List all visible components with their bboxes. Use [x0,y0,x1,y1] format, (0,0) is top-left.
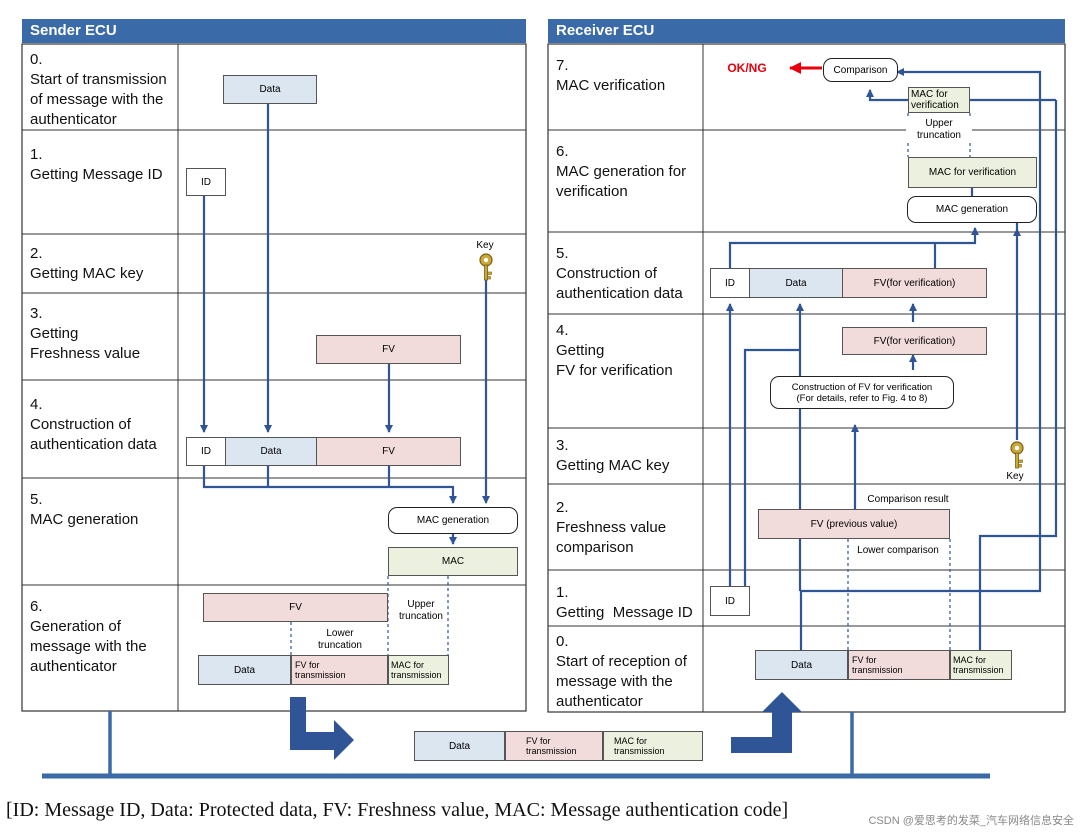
sender-step-1: 1. Getting Message ID [30,145,163,185]
transfer-mac-box: MAC for transmission [603,731,703,761]
sender-auth-fv-box: FV [316,437,461,466]
receiver-step-0: 0. Start of reception of message with the… [556,632,687,712]
sender-auth-data-box: Data [225,437,317,466]
step-label: Freshness value comparison [556,519,667,556]
sender-fv6-box: FV [203,593,388,622]
sender-msg-mac-box: MAC for transmission [388,655,449,685]
receiver-id-box: ID [710,586,750,616]
receiver-mac-for-verification: MAC for verification [908,157,1037,188]
step-label: Getting MAC key [556,457,670,474]
sender-key-icon [479,253,493,281]
transfer-fv-box: FV for transmission [505,731,603,761]
receiver-auth-data-box: Data [749,268,843,298]
receiver-step-7: 7. MAC verification [556,56,665,96]
step-number: 1. [556,584,569,601]
receiver-fv-for-verification: FV(for verification) [842,327,987,355]
receiver-comparison-result: Comparison result [867,494,949,505]
step-label: Construction of authentication data [30,416,157,453]
step-label: Start of reception of message with the a… [556,653,687,710]
step-number: 2. [556,499,569,516]
step-label: Getting Message ID [556,604,693,621]
step-label: MAC generation for verification [556,163,687,200]
receiver-step-2: 2. Freshness value comparison [556,498,666,558]
sender-mac-box: MAC [388,547,518,576]
sender-header: Sender ECU [22,19,526,43]
receiver-mac-verification-truncated: MAC for verification [908,87,970,113]
receiver-msg-data-box: Data [755,650,848,680]
step-number: 6. [30,598,43,615]
watermark: CSDN @爱思考的发菜_汽车网络信息安全 [868,815,1074,827]
sender-data-box: Data [223,75,317,104]
sender-step-4: 4. Construction of authentication data [30,395,157,455]
receiver-lower-comparison: Lower comparison [857,545,939,556]
sender-step-0: 0. Start of transmission of message with … [30,50,167,130]
sender-step-3: 3. Getting Freshness value [30,304,140,364]
step-label: Getting FV for verification [556,342,673,379]
receiver-comparison: Comparison [823,58,898,82]
sender-lower-truncation: Lower truncation [318,628,362,651]
sender-msg-data-box: Data [198,655,291,685]
receiver-msg-fv-box: FV for transmission [848,650,950,680]
receiver-step-3: 3. Getting MAC key [556,436,669,476]
sender-fv-box: FV [316,335,461,364]
step-label: Getting Freshness value [30,325,141,362]
ok-ng-result: OK/NG [727,61,767,75]
step-number: 5. [30,491,43,508]
receiver-mac-generation: MAC generation [907,196,1037,223]
step-label: Getting Message ID [30,166,163,183]
receiver-key-label: Key [1006,471,1024,482]
step-number: 4. [556,322,569,339]
step-number: 3. [556,437,569,454]
step-number: 6. [556,143,569,160]
legend-caption: [ID: Message ID, Data: Protected data, F… [6,799,789,821]
receiver-step-6: 6. MAC generation for verification [556,142,686,202]
sender-step-6: 6. Generation of message with the authent… [30,597,147,677]
step-number: 2. [30,245,43,262]
step-number: 1. [30,146,43,163]
step-label: MAC verification [556,77,666,94]
sender-id-box: ID [186,168,226,196]
step-number: 3. [30,305,43,322]
step-label: Getting MAC key [30,265,144,282]
step-number: 5. [556,245,569,262]
receiver-fv-previous: FV (previous value) [758,509,950,539]
step-label: Start of transmission of message with th… [30,71,167,128]
step-label: Construction of authentication data [556,265,683,302]
step-number: 7. [556,57,569,74]
receiver-auth-fv-box: FV(for verification) [842,268,987,298]
sender-step-2: 2. Getting MAC key [30,244,143,284]
receiver-step-4: 4. Getting FV for verification [556,321,673,381]
receiver-upper-truncation: Upper truncation [906,118,972,142]
receiver-msg-mac-box: MAC for transmission [950,650,1012,680]
receiver-step-5: 5. Construction of authentication data [556,244,683,304]
receiver-construction-of-fv: Construction of FV for verification (For… [770,376,954,409]
sender-key-label: Key [476,240,494,251]
step-number: 0. [30,51,43,68]
receiver-step-1: 1. Getting Message ID [556,583,693,623]
step-number: 4. [30,396,43,413]
sender-auth-id-box: ID [186,437,226,466]
sender-step-5: 5. MAC generation [30,490,138,530]
receiver-key-icon [1010,441,1024,469]
sender-upper-truncation: Upper truncation [399,599,443,622]
step-label: Generation of message with the authentic… [30,618,147,675]
receiver-header: Receiver ECU [548,19,1065,43]
step-number: 0. [556,633,569,650]
transfer-data-box: Data [414,731,505,761]
step-label: MAC generation [30,511,139,528]
sender-mac-generation: MAC generation [388,507,518,534]
receiver-auth-id-box: ID [710,268,750,298]
sender-msg-fv-box: FV for transmission [291,655,388,685]
